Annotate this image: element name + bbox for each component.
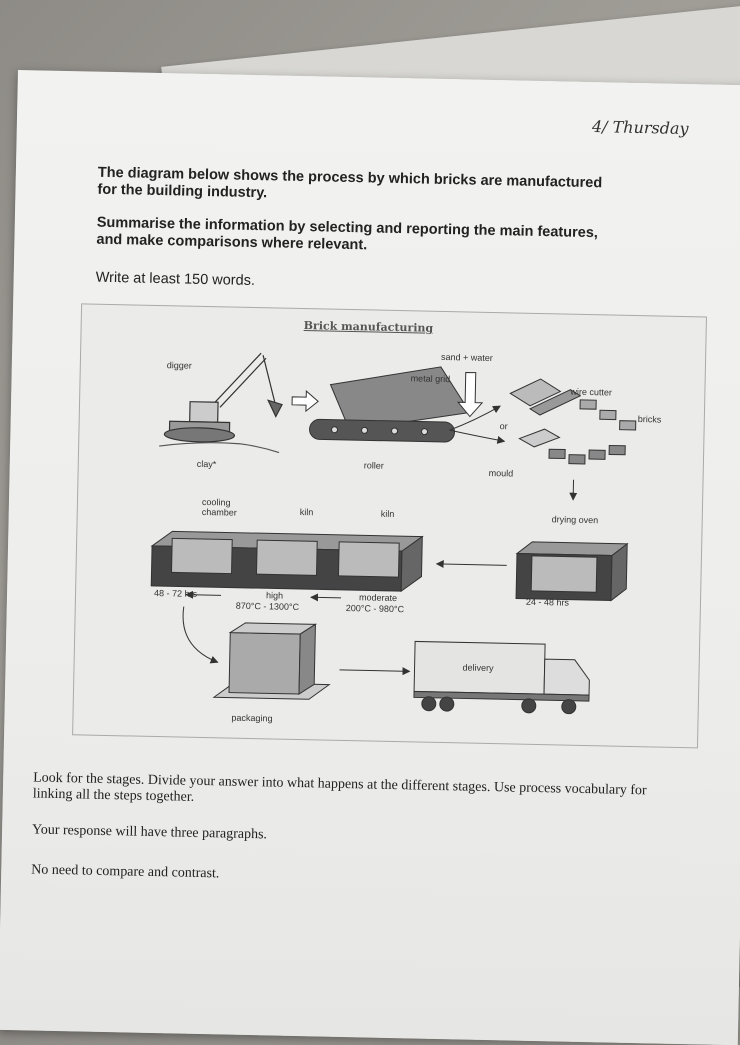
label-cooling-chamber: cooling chamber (202, 497, 252, 518)
brick-process-diagram: Brick manufacturing digger clay* metal g… (72, 303, 707, 748)
diagram-drawing (73, 304, 706, 747)
label-packaging: packaging (231, 713, 272, 724)
label-delivery: delivery (462, 662, 493, 673)
label-roller: roller (364, 460, 384, 470)
label-sand-water: sand + water (441, 352, 493, 363)
label-high-temp: 870°C - 1300°C (236, 601, 299, 612)
label-bricks: bricks (638, 414, 662, 424)
label-drying-time: 24 - 48 hrs (526, 597, 569, 608)
delivery-truck (414, 641, 590, 714)
instruction-paragraphs: Your response will have three paragraphs… (32, 822, 652, 851)
label-digger: digger (167, 360, 192, 371)
label-high: high (266, 590, 283, 600)
worksheet-page: 4/ Thursday The diagram below shows the … (0, 70, 740, 1045)
label-clay: clay* (197, 459, 217, 469)
label-moderate-temp: 200°C - 980°C (346, 603, 404, 614)
mould-illustration (519, 429, 626, 465)
drying-oven (516, 542, 627, 601)
prompt-intro: The diagram below shows the process by w… (97, 165, 618, 210)
kiln-tunnel (151, 531, 422, 592)
label-or: or (500, 421, 508, 431)
instruction-stages: Look for the stages. Divide your answer … (33, 770, 654, 815)
packaging-pallet (214, 622, 331, 699)
label-metal-grid: metal grid (411, 373, 451, 384)
label-wire-cutter: wire cutter (570, 387, 612, 398)
prompt-task: Summarise the information by selecting a… (96, 215, 617, 260)
label-drying-oven: drying oven (552, 514, 599, 525)
instruction-no-compare: No need to compare and contrast. (31, 862, 651, 891)
arrow-to-roller (292, 391, 318, 412)
label-kiln-moderate: kiln (381, 509, 395, 519)
label-kiln-high: kiln (300, 507, 314, 517)
prompt-word-count: Write at least 150 words. (96, 270, 616, 297)
handwritten-date: 4/ Thursday (592, 117, 689, 138)
label-cooling-time: 48 - 72 hrs (154, 588, 197, 599)
diagram-title: Brick manufacturing (304, 319, 434, 335)
label-mould: mould (489, 468, 514, 479)
label-moderate: moderate (359, 592, 397, 603)
